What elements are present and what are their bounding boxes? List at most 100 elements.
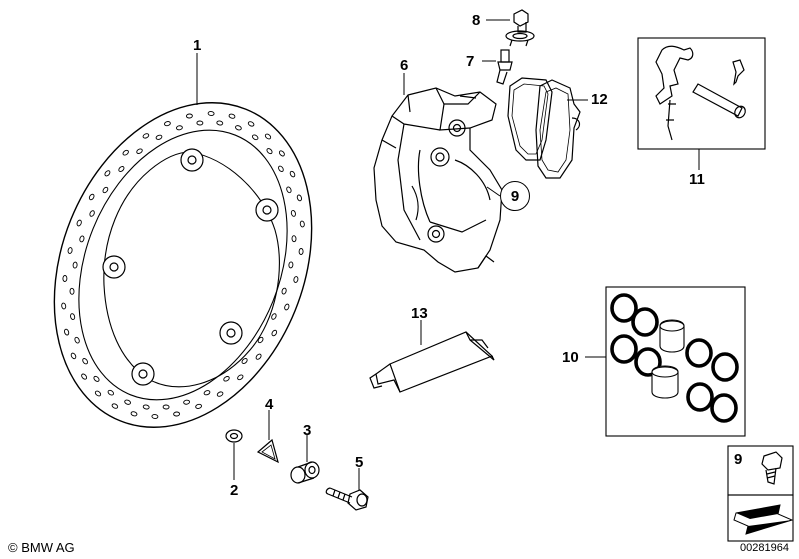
drilled-hole [288, 261, 294, 269]
drilled-hole [207, 111, 215, 116]
drilled-hole [252, 134, 259, 141]
drilled-hole [185, 113, 193, 119]
copyright-label: © BMW AG [8, 540, 75, 555]
brake-pads [507, 77, 581, 179]
drilled-hole [203, 390, 211, 396]
callout-4: 4 [265, 396, 274, 413]
bushing [290, 461, 320, 484]
callout-2: 2 [230, 482, 239, 499]
callout-10: 10 [562, 349, 579, 366]
drilled-hole [142, 133, 150, 139]
drilled-hole [291, 235, 297, 243]
bolt [325, 487, 369, 511]
drilled-hole [67, 247, 73, 254]
drilled-hole [296, 194, 302, 202]
drilled-hole [118, 166, 125, 172]
drilled-hole [76, 219, 82, 227]
leader-lines [196, 19, 700, 490]
drilled-hole [79, 235, 85, 243]
drilled-hole [223, 376, 230, 382]
callout-11: 11 [689, 171, 705, 188]
drilled-hole [102, 186, 109, 194]
drilled-hole [284, 303, 290, 311]
callout-6: 6 [400, 57, 409, 74]
drilled-hole [299, 220, 305, 228]
callout-7: 7 [466, 53, 475, 70]
drilled-hole [104, 170, 111, 177]
drilled-hole [237, 374, 244, 381]
drilled-hole [74, 336, 80, 344]
drilled-hole [266, 148, 273, 155]
drilled-hole [61, 302, 67, 310]
drilled-hole [93, 375, 100, 382]
drilled-hole [70, 313, 76, 320]
drilled-hole [195, 403, 202, 409]
drilled-hole [136, 148, 143, 154]
drilled-hole [278, 165, 284, 172]
drilled-hole [196, 120, 204, 126]
callout-8: 8 [472, 12, 481, 29]
drilled-hole [175, 125, 183, 131]
drilled-hole [264, 133, 272, 140]
drilled-hole [278, 150, 285, 157]
drilled-hole [271, 329, 278, 337]
drilled-hole [289, 170, 296, 178]
drilled-hole [89, 210, 95, 217]
drilled-hole [286, 186, 292, 194]
pad-retainer-kit [637, 37, 766, 150]
drilled-hole [183, 399, 191, 405]
drilled-hole [228, 113, 236, 119]
brake-caliper [373, 87, 503, 273]
drilled-hole [255, 353, 262, 360]
drilled-hole [241, 358, 248, 364]
drilled-hole [298, 248, 304, 255]
seal-kit [605, 286, 746, 437]
brake-disc [53, 102, 313, 428]
drilled-hole [62, 275, 68, 282]
bolt-kit-box [727, 445, 794, 542]
drilled-hole [151, 414, 159, 419]
drawing-number: 00281964 [740, 542, 789, 554]
callout-5: 5 [355, 454, 364, 471]
drilled-hole [155, 134, 163, 140]
arrow-logo-icon [733, 504, 794, 535]
drilled-hole [130, 411, 138, 417]
grease-tube [369, 331, 495, 393]
drilled-hole [88, 193, 95, 201]
callout-3: 3 [303, 422, 312, 439]
washer [225, 429, 243, 443]
drilled-hole [122, 149, 129, 156]
drilled-hole [82, 358, 88, 365]
drilled-hole [64, 328, 70, 336]
drilled-hole [173, 411, 181, 417]
drilled-hole [290, 210, 296, 217]
drilled-hole [69, 287, 75, 295]
drilled-hole [81, 373, 88, 380]
drilled-hole [216, 391, 224, 397]
drilled-hole [235, 125, 242, 131]
callout-1: 1 [193, 37, 202, 54]
bleed-valve [505, 9, 535, 47]
drilled-hole [216, 120, 224, 126]
callout-9-circle: 9 [500, 181, 530, 211]
drilled-hole [271, 313, 277, 320]
callout-9-box: 9 [734, 451, 743, 468]
drilled-hole [124, 399, 131, 405]
drilled-hole [70, 352, 77, 360]
drilled-hole [281, 287, 287, 295]
drilled-hole [247, 121, 255, 127]
drilled-hole [142, 404, 150, 410]
callout-12: 12 [591, 91, 608, 108]
drilled-hole [162, 404, 170, 410]
drilled-hole [293, 276, 299, 283]
drilled-hole [94, 390, 102, 397]
callout-13: 13 [411, 305, 428, 322]
bleed-screw [496, 49, 513, 85]
drilled-hole [164, 121, 171, 127]
callout-9: 9 [510, 187, 520, 205]
spring-washer [256, 438, 279, 464]
drilled-hole [111, 403, 119, 409]
drilled-hole [72, 261, 78, 269]
drilled-hole [107, 389, 114, 396]
